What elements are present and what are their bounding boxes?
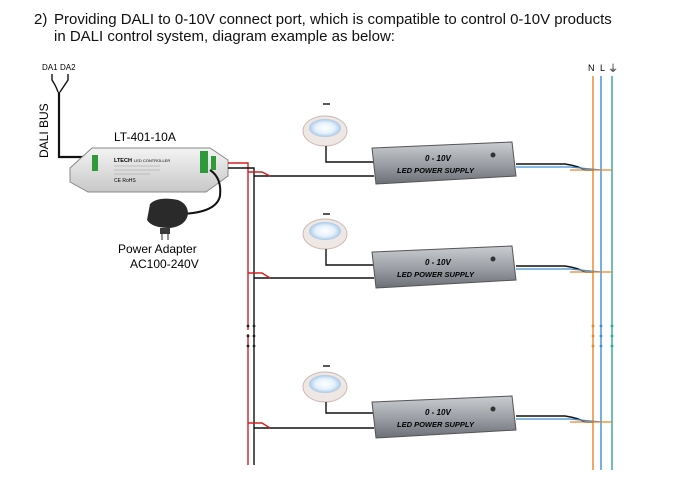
driver-3-name: LED POWER SUPPLY xyxy=(397,420,475,429)
intro-number: 2) xyxy=(34,11,48,28)
led-driver-1: 0 - 10V LED POWER SUPPLY xyxy=(248,103,612,185)
da1-label: DA1 xyxy=(42,63,58,72)
controller-lt-401-10a: LT-401-10A LTECH LED CONTROLLER CE RoHS xyxy=(69,130,229,215)
mains-l-label: L xyxy=(600,63,605,73)
dali-bus: DA1 DA2 DALI BUS xyxy=(37,63,98,159)
controller-brand: LTECH xyxy=(114,158,132,164)
controller-marks: CE RoHS xyxy=(114,178,136,184)
continuation-dots xyxy=(246,324,614,348)
ground-icon: ⏚ xyxy=(608,63,618,75)
power-adapter: Power Adapter AC100-240V xyxy=(118,198,199,271)
mains-n-label: N xyxy=(588,63,595,73)
driver-2-rating: 0 - 10V xyxy=(425,258,451,267)
intro-line-1: Providing DALI to 0-10V connect port, wh… xyxy=(54,11,612,28)
driver-3-rating: 0 - 10V xyxy=(425,408,451,417)
signal-bus xyxy=(228,162,255,465)
controller-model-label: LT-401-10A xyxy=(114,130,176,144)
led-driver-3: 0 - 10V LED POWER SUPPLY xyxy=(248,365,612,439)
intro-line-2: in DALI control system, diagram example … xyxy=(54,28,395,45)
driver-1-rating: 0 - 10V xyxy=(425,154,451,163)
controller-sub: LED CONTROLLER xyxy=(134,158,170,163)
adapter-label-1: Power Adapter xyxy=(118,242,197,256)
dali-bus-label: DALI BUS xyxy=(37,103,51,158)
driver-2-name: LED POWER SUPPLY xyxy=(397,270,475,279)
led-driver-2: 0 - 10V LED POWER SUPPLY xyxy=(248,213,612,289)
adapter-label-2: AC100-240V xyxy=(130,257,199,271)
da2-label: DA2 xyxy=(60,63,76,72)
driver-1-name: LED POWER SUPPLY xyxy=(397,166,475,175)
mains-wiring: N L ⏚ xyxy=(588,63,618,470)
